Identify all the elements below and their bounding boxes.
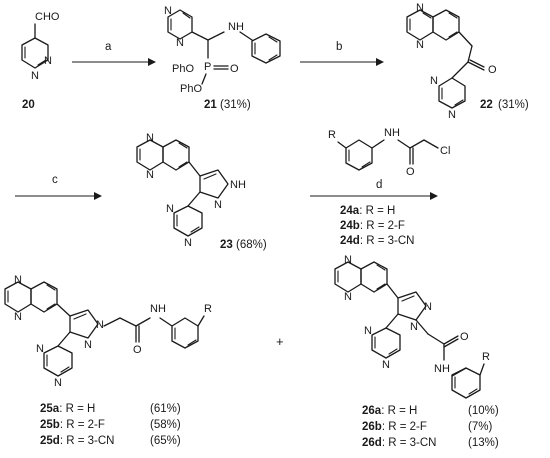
- svg-text:(13%): (13%): [468, 437, 499, 449]
- reagent-d-label: d: [376, 179, 382, 191]
- svg-text:26a: R = H: 26a: R = H: [362, 405, 417, 417]
- svg-text:26d: R = 3-CN: 26d: R = 3-CN: [362, 437, 436, 449]
- plus-sign: +: [276, 334, 284, 349]
- amide-oxygen: O: [406, 166, 415, 178]
- amide-nh: NH: [384, 127, 400, 139]
- atom-n: N: [166, 203, 174, 215]
- atom-n: N: [344, 291, 352, 303]
- phosphorus-label: P: [204, 61, 211, 73]
- atom-n: N: [410, 321, 418, 333]
- reagent-a-label: a: [105, 41, 112, 53]
- compound-21-label: 21: [204, 99, 217, 111]
- atom-n: N: [146, 132, 154, 144]
- atom-n: N: [31, 70, 39, 82]
- r-substituent: R: [482, 351, 490, 363]
- atom-n: N: [36, 343, 44, 355]
- svg-text:24d: R = 3-CN: 24d: R = 3-CN: [340, 235, 414, 247]
- atom-n: N: [416, 39, 424, 51]
- aldehyde-label: CHO: [35, 11, 60, 23]
- svg-text:24b: R = 2-F: 24b: R = 2-F: [340, 220, 405, 232]
- compound-22-yield: (31%): [498, 99, 529, 111]
- compound-21-structure: N N NH P O PhO PhO: [164, 5, 281, 95]
- atom-n: N: [176, 37, 184, 49]
- compound-21-yield: (31%): [220, 99, 251, 111]
- compound-20-structure: CHO N N: [21, 11, 60, 82]
- svg-text:(7%): (7%): [468, 421, 492, 433]
- compound-23-structure: N N NH N N N: [136, 132, 246, 249]
- svg-text:(61%): (61%): [150, 403, 181, 415]
- svg-text:25a: R = H: 25a: R = H: [40, 403, 95, 415]
- chloro-label: Cl: [440, 145, 450, 157]
- svg-text:(10%): (10%): [468, 405, 499, 417]
- atom-n: N: [430, 75, 438, 87]
- nh-label: NH: [228, 21, 244, 33]
- compound-26-variants: 26a: R = H (10%) 26b: R = 2-F (7%) 26d: …: [362, 405, 499, 449]
- compound-20-label: 20: [22, 99, 35, 111]
- svg-text:26b: R = 2-F: 26b: R = 2-F: [362, 421, 427, 433]
- r-substituent: R: [204, 303, 212, 315]
- compound-25-variants: 25a: R = H (61%) 25b: R = 2-F (58%) 25d:…: [40, 403, 181, 447]
- svg-text:24a: R = H: 24a: R = H: [340, 205, 395, 217]
- amide-oxygen: O: [460, 331, 469, 343]
- compound-26-structure: N N N N N N O NH R: [334, 254, 490, 399]
- compound-24-variants: 24a: R = H 24b: R = 2-F 24d: R = 3-CN: [340, 205, 414, 247]
- ketone-oxygen: O: [488, 64, 497, 76]
- atom-n: N: [84, 339, 92, 351]
- atom-n: N: [448, 109, 456, 121]
- atom-n: N: [382, 359, 390, 371]
- atom-n: N: [424, 301, 432, 313]
- phenoxy-label: PhO: [172, 63, 194, 75]
- reagent-c-label: c: [52, 174, 58, 186]
- atom-n: N: [164, 5, 172, 17]
- oxo-label: O: [230, 63, 239, 75]
- reagent-b-label: b: [336, 41, 342, 53]
- svg-text:(65%): (65%): [150, 435, 181, 447]
- svg-text:25b: R = 2-F: 25b: R = 2-F: [40, 419, 105, 431]
- compound-25-structure: N N N N N N O NH R: [4, 274, 212, 389]
- r-substituent: R: [328, 129, 336, 141]
- atom-n: N: [96, 319, 104, 331]
- atom-n: N: [54, 377, 62, 389]
- atom-n: N: [344, 254, 352, 266]
- atom-n: N: [364, 325, 372, 337]
- atom-n: N: [146, 169, 154, 181]
- atom-n: N: [44, 55, 52, 67]
- atom-n: N: [184, 237, 192, 249]
- svg-text:(58%): (58%): [150, 419, 181, 431]
- compound-23-label: 23: [220, 239, 233, 251]
- compound-23-yield: (68%): [236, 239, 267, 251]
- phenoxy-label: PhO: [180, 83, 202, 95]
- amide-nh: NH: [434, 363, 450, 375]
- svg-text:25d: R = 3-CN: 25d: R = 3-CN: [40, 435, 114, 447]
- atom-n: N: [416, 2, 424, 14]
- atom-n: N: [14, 274, 22, 286]
- pyrazole-nh: NH: [230, 179, 246, 191]
- atom-n: N: [214, 199, 222, 211]
- amide-oxygen: O: [133, 344, 142, 356]
- compound-22-label: 22: [480, 99, 493, 111]
- atom-n: N: [14, 311, 22, 323]
- compound-22-structure: N N O N N: [406, 2, 497, 121]
- amide-nh: NH: [150, 303, 166, 315]
- compound-24-structure: R NH O Cl: [328, 127, 450, 178]
